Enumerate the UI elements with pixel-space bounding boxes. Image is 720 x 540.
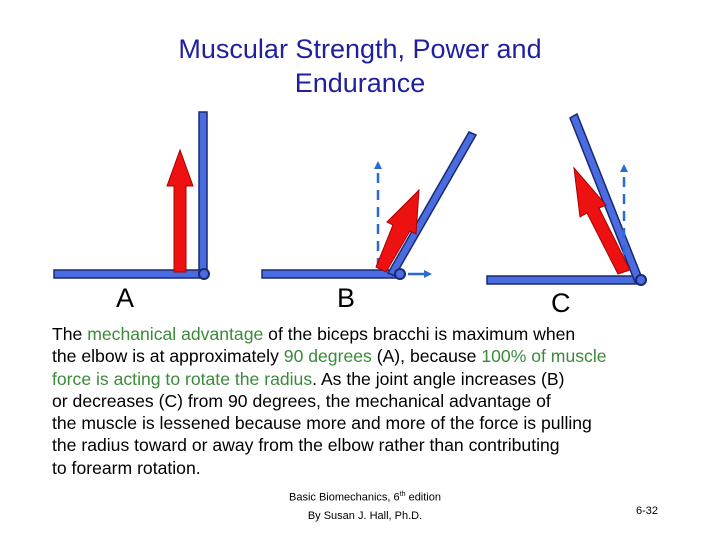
body-text-3: (A), because: [371, 346, 482, 367]
credit-author: By Susan J. Hall, Ph.D.: [307, 509, 423, 522]
credit-book-title: Basic Biomechanics, 6th edition: [289, 491, 441, 504]
slide-title: Muscular Strength, Power and Endurance: [0, 32, 720, 100]
panel-b-diagram: [261, 131, 478, 280]
panel-a-diagram: [53, 111, 210, 280]
highlight-muscle-force: 100% of muscle force is acting to rotate…: [52, 346, 607, 389]
explanation-paragraph: The mechanical advantage of the biceps b…: [52, 323, 712, 479]
body-text-1: The: [52, 324, 88, 344]
body-text-4: . As the joint angle increases (B) or de…: [52, 368, 592, 478]
source-credit: Basic Biomechanics, 6th edition By Susan…: [260, 486, 470, 525]
slide-number: 6-32: [636, 505, 659, 517]
elbow-angle-diagram: [53, 111, 647, 286]
panel-b-radius: [386, 131, 478, 277]
panel-b-humerus: [261, 269, 401, 279]
panel-b-muscle-force-arrow: [375, 188, 420, 273]
panel-a-radius: [198, 111, 208, 275]
panel-label-c: C: [551, 288, 571, 318]
title-line-1: Muscular Strength, Power and: [178, 34, 542, 64]
panel-c-humerus: [486, 275, 638, 285]
panel-label-a: A: [116, 283, 135, 313]
highlight-90-degrees: 90 degrees: [283, 346, 372, 367]
panel-b-elbow-joint: [394, 268, 406, 280]
panel-label-b: B: [337, 283, 356, 313]
panel-a-muscle-force-arrow: [166, 148, 194, 273]
panel-c-diagram: [486, 112, 647, 286]
panel-a-elbow-joint: [198, 268, 210, 280]
title-line-2: Endurance: [294, 68, 426, 98]
panel-c-muscle-force-arrow: [573, 166, 631, 275]
highlight-mechanical-advantage: mechanical advantage: [87, 324, 264, 344]
panel-c-elbow-joint: [635, 274, 647, 286]
body-text-2: of the biceps bracchi is maximum when th…: [52, 324, 576, 367]
